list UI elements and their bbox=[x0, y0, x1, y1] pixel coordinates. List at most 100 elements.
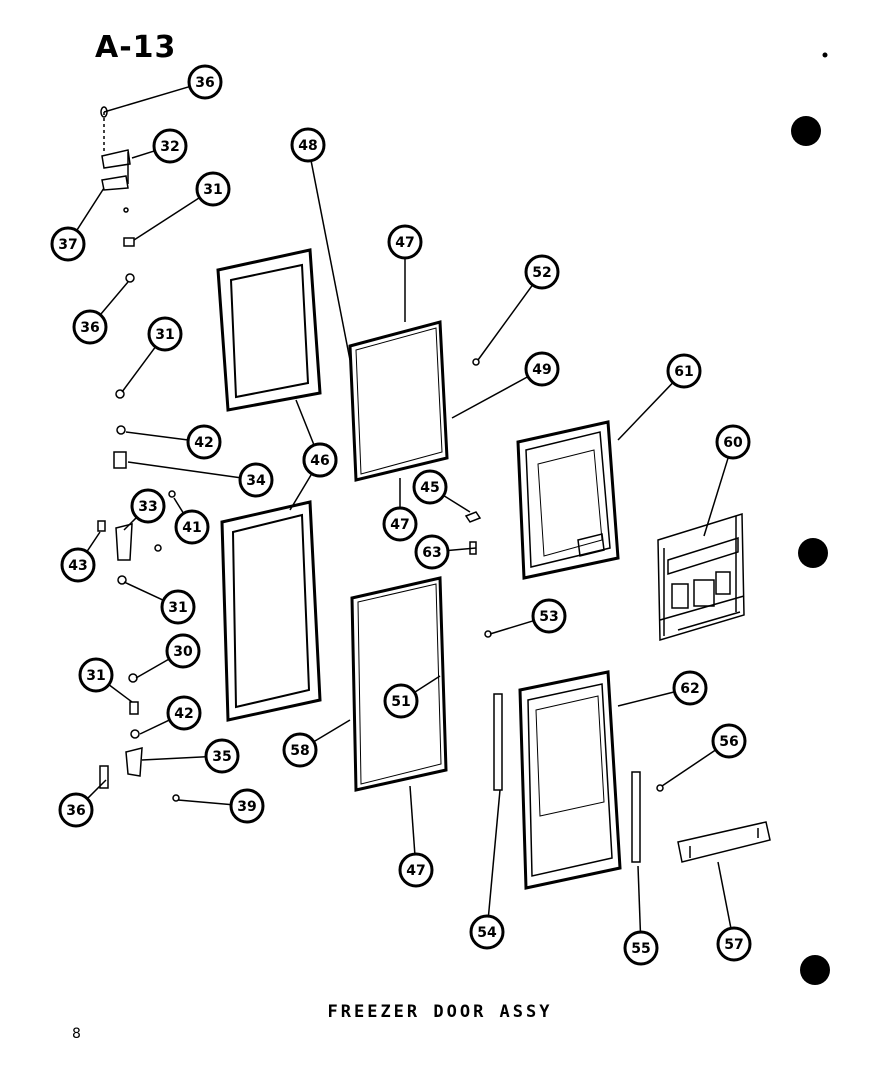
callout-35: 35 bbox=[204, 738, 240, 774]
callout-52: 52 bbox=[524, 254, 560, 290]
callout-39: 39 bbox=[229, 788, 265, 824]
callout-45: 45 bbox=[412, 469, 448, 505]
callout-bubble bbox=[195, 171, 231, 207]
callout-label: 30 bbox=[173, 644, 193, 660]
leader-line bbox=[173, 497, 185, 514]
leader-line bbox=[489, 619, 534, 635]
callout-36: 36 bbox=[187, 64, 223, 100]
callout-bubble bbox=[174, 509, 210, 545]
callout-bubble bbox=[187, 64, 223, 100]
callout-bubble bbox=[414, 534, 450, 570]
callout-label: 52 bbox=[532, 265, 551, 281]
callout-bubble bbox=[387, 224, 423, 260]
binder-hole bbox=[791, 116, 821, 146]
callout-55: 55 bbox=[623, 930, 659, 966]
callout-bubble bbox=[302, 442, 338, 478]
callout-36: 36 bbox=[72, 309, 108, 345]
callout-label: 36 bbox=[80, 320, 99, 336]
callout-bubble bbox=[60, 547, 96, 583]
leader-line bbox=[414, 675, 441, 693]
callout-label: 46 bbox=[310, 453, 329, 469]
page-code: A-13 bbox=[95, 30, 177, 65]
middle-hinge-hardware bbox=[97, 389, 176, 585]
leader-line bbox=[617, 382, 674, 441]
leader-line bbox=[477, 284, 534, 361]
leader-line bbox=[409, 785, 416, 855]
leader-line bbox=[135, 658, 170, 679]
callout-61: 61 bbox=[666, 353, 702, 389]
callout-51: 51 bbox=[383, 683, 419, 719]
callout-37: 37 bbox=[50, 226, 86, 262]
leader-line bbox=[131, 150, 155, 159]
callout-label: 54 bbox=[477, 925, 497, 941]
callout-31: 31 bbox=[195, 171, 231, 207]
leader-line bbox=[717, 861, 732, 929]
door-frame-upper bbox=[216, 248, 322, 412]
callout-bubble bbox=[282, 732, 318, 768]
leader-line bbox=[177, 799, 232, 806]
bracket-57 bbox=[677, 821, 771, 863]
callout-31: 31 bbox=[160, 589, 196, 625]
callout-bubble bbox=[383, 683, 419, 719]
callout-30: 30 bbox=[165, 633, 201, 669]
callout-bubble bbox=[672, 670, 708, 706]
lower-hinge-hardware bbox=[99, 673, 180, 802]
callout-label: 61 bbox=[674, 364, 693, 380]
trim-bar-54 bbox=[493, 693, 503, 791]
leader-line bbox=[123, 581, 164, 601]
callout-bubble bbox=[524, 254, 560, 290]
callout-57: 57 bbox=[716, 926, 752, 962]
callout-43: 43 bbox=[60, 547, 96, 583]
callout-bubble bbox=[412, 469, 448, 505]
callout-bubble bbox=[147, 316, 183, 352]
callout-58: 58 bbox=[282, 732, 318, 768]
callout-60: 60 bbox=[715, 424, 751, 460]
callout-54: 54 bbox=[469, 914, 505, 950]
callout-label: 56 bbox=[719, 734, 738, 750]
callout-label: 31 bbox=[86, 668, 105, 684]
callout-bubble bbox=[58, 792, 94, 828]
leader-line bbox=[487, 789, 501, 917]
callout-label: 51 bbox=[391, 694, 410, 710]
callout-label: 36 bbox=[195, 75, 214, 91]
inner-liner-62 bbox=[518, 670, 622, 890]
callout-49: 49 bbox=[524, 351, 560, 387]
callout-bubble bbox=[715, 424, 751, 460]
binder-hole bbox=[798, 538, 828, 568]
leader-line bbox=[289, 473, 313, 511]
callout-63: 63 bbox=[414, 534, 450, 570]
callout-33: 33 bbox=[130, 488, 166, 524]
leader-line bbox=[447, 547, 477, 552]
leader-line bbox=[103, 85, 190, 113]
trim-bar-55 bbox=[631, 771, 641, 863]
callout-bubble bbox=[160, 589, 196, 625]
callout-62: 62 bbox=[672, 670, 708, 706]
callout-label: 33 bbox=[138, 499, 157, 515]
callout-bubble bbox=[623, 930, 659, 966]
callout-label: 45 bbox=[420, 480, 439, 496]
bracket-assembly-60 bbox=[657, 512, 745, 641]
callout-label: 58 bbox=[290, 743, 309, 759]
callout-48: 48 bbox=[290, 127, 326, 163]
callout-47: 47 bbox=[387, 224, 423, 260]
callout-53: 53 bbox=[531, 598, 567, 634]
callout-bubble bbox=[469, 914, 505, 950]
callout-label: 49 bbox=[532, 362, 551, 378]
callout-label: 60 bbox=[723, 435, 743, 451]
page-number: 8 bbox=[72, 1026, 81, 1042]
diagram-caption: FREEZER DOOR ASSY bbox=[327, 1002, 553, 1022]
callout-label: 62 bbox=[680, 681, 699, 697]
inner-liner-61 bbox=[516, 420, 620, 580]
callout-label: 42 bbox=[174, 706, 193, 722]
callout-bubble bbox=[229, 788, 265, 824]
callout-bubble bbox=[716, 926, 752, 962]
leader-line bbox=[637, 865, 642, 933]
leader-line bbox=[133, 197, 200, 241]
callout-46: 46 bbox=[302, 442, 338, 478]
leader-line bbox=[86, 531, 101, 553]
callout-31: 31 bbox=[78, 657, 114, 693]
leader-line bbox=[121, 346, 157, 393]
leader-line bbox=[703, 457, 729, 537]
callout-bubble bbox=[204, 738, 240, 774]
